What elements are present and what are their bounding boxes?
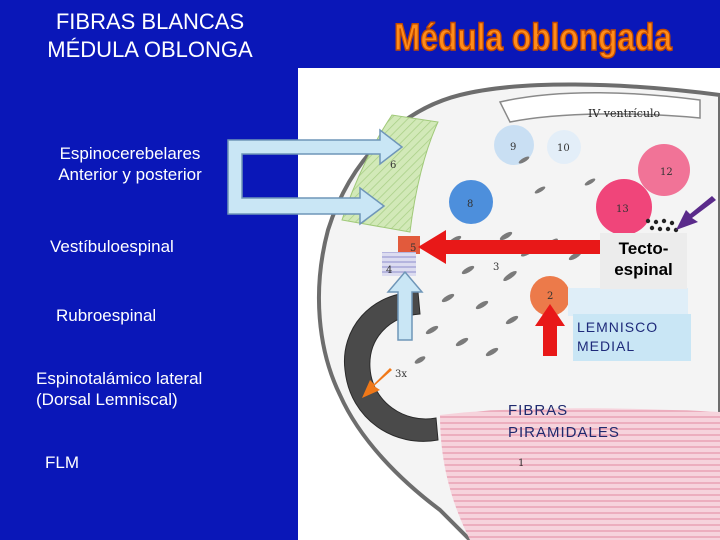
label-espinocerebelares-line1: Espinocerebelares xyxy=(59,144,201,163)
nucleus-9 xyxy=(494,125,534,165)
fibras-piramidales-label: FIBRAS PIRAMIDALES xyxy=(508,400,620,444)
slide-title: FIBRAS BLANCAS MÉDULA OBLONGA xyxy=(10,8,290,64)
fibras-line-2: PIRAMIDALES xyxy=(508,424,620,441)
label-espinotalamico: Espinotalámico lateral (Dorsal Lemniscal… xyxy=(36,368,202,410)
label-vestibuloespinal: Vestíbuloespinal xyxy=(50,237,174,256)
nucleus-12-label: 12 xyxy=(660,167,673,178)
olivary-nucleus xyxy=(343,291,439,442)
lemnisco-line-1: LEMNISCO xyxy=(577,319,659,335)
label-flm: FLM xyxy=(45,453,79,472)
nucleus-12 xyxy=(638,144,690,196)
nucleus-13 xyxy=(596,179,652,235)
nucleus-4-label: 4 xyxy=(386,265,392,276)
nucleus-5-label: 5 xyxy=(410,243,416,254)
nucleus-1-label: 1 xyxy=(518,458,524,469)
label-rubroespinal: Rubroespinal xyxy=(56,306,157,325)
fibras-line-1: FIBRAS xyxy=(508,402,569,419)
title-line-1: FIBRAS BLANCAS xyxy=(55,9,245,34)
tract-5 xyxy=(398,236,420,254)
tecto-line-2: espinal xyxy=(614,260,673,279)
tectospinal-arrow[interactable] xyxy=(676,196,716,230)
nucleus-2 xyxy=(530,276,570,316)
tectoespinal-box: Tecto- espinal xyxy=(600,233,687,289)
nucleus-3x-label: 3x xyxy=(395,369,407,380)
label-espinotalamico-line2: (Dorsal Lemniscal) xyxy=(36,390,178,409)
lemnisco-line-2: MEDIAL xyxy=(577,338,636,354)
ventricle-label: IV ventrículo xyxy=(588,107,661,120)
medula-oblongada-title-text: Médula oblongada xyxy=(394,17,673,59)
pyramidal-tract xyxy=(440,408,720,540)
medial-lemniscus xyxy=(568,288,688,316)
medula-oblongada-title: Médula oblongada xyxy=(393,16,673,60)
nucleus-6-label: 6 xyxy=(390,160,396,171)
lemnisco-arrow[interactable] xyxy=(535,304,565,356)
label-espinocerebelares: Espinocerebelares Anterior y posterior xyxy=(30,143,230,185)
lemnisco-medial-box: LEMNISCO MEDIAL xyxy=(573,314,691,361)
espinotalamico-arrow[interactable] xyxy=(362,368,392,398)
nucleus-13-label: 13 xyxy=(616,204,629,215)
nucleus-2-label: 2 xyxy=(547,291,553,302)
tract-4-arrow[interactable] xyxy=(386,270,424,341)
nucleus-10-label: 10 xyxy=(557,143,570,154)
label-espinocerebelares-line2: Anterior y posterior xyxy=(58,165,202,184)
title-line-2: MÉDULA OBLONGA xyxy=(47,37,253,62)
vestibuloespinal-arrow[interactable] xyxy=(418,230,600,264)
nucleus-10 xyxy=(547,130,581,164)
nucleus-3-label: 3 xyxy=(493,262,499,273)
nucleus-8 xyxy=(449,180,493,224)
espinocerebelares-arrow[interactable] xyxy=(227,128,404,226)
tract-4 xyxy=(382,252,416,276)
label-espinotalamico-line1: Espinotalámico lateral xyxy=(36,369,203,388)
tecto-line-1: Tecto- xyxy=(618,239,669,258)
nucleus-9-label: 9 xyxy=(510,142,516,153)
nucleus-8-label: 8 xyxy=(467,199,473,210)
fourth-ventricle xyxy=(498,91,701,123)
